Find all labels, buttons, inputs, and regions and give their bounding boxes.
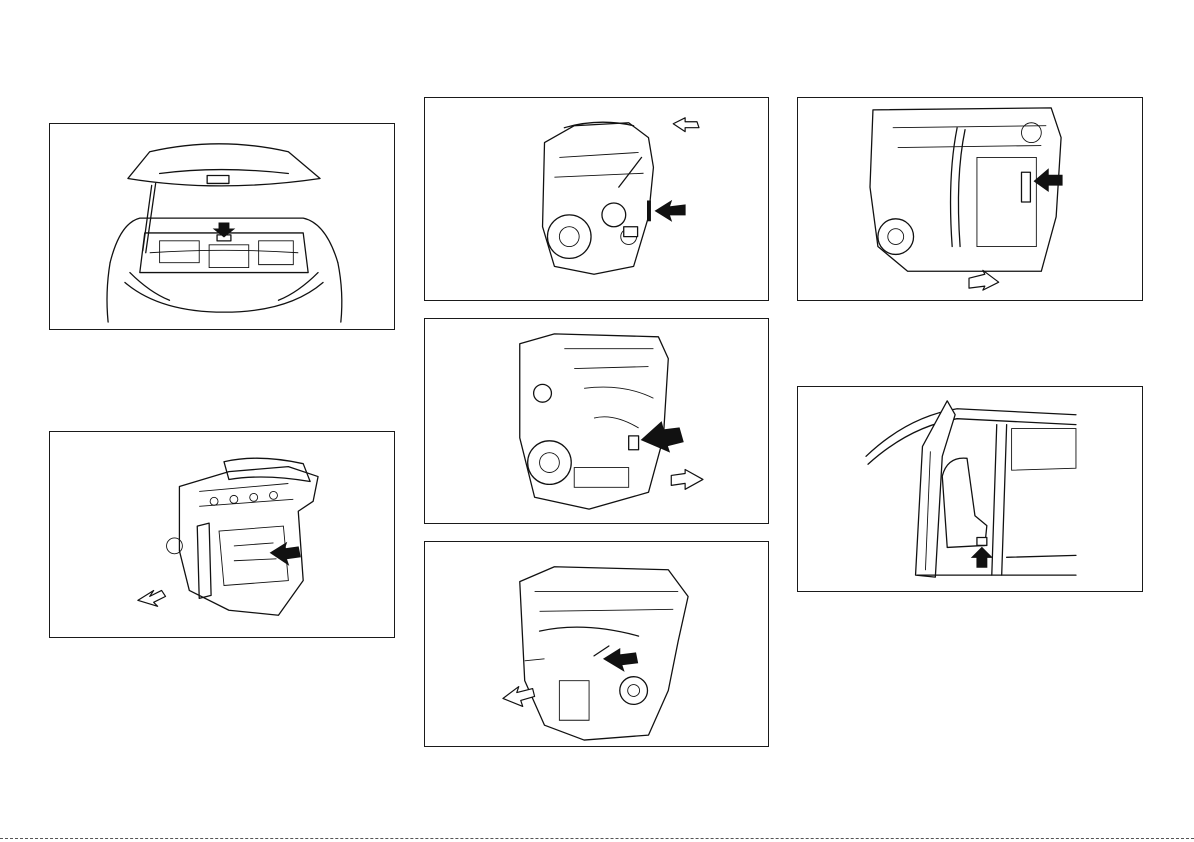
engine-serial-illustration <box>425 319 768 523</box>
door-pillar-illustration <box>798 387 1142 591</box>
figure-engine-mid-center <box>424 318 769 524</box>
figure-engine-left <box>49 431 395 638</box>
figure-engine-mid-bottom <box>424 541 769 747</box>
engine-serial-illustration <box>798 98 1142 300</box>
engine-serial-illustration <box>425 542 768 746</box>
figure-engine-right-top <box>797 97 1143 301</box>
figure-engine-mid-top <box>424 97 769 301</box>
page-bottom-rule <box>0 838 1194 839</box>
engine-serial-illustration <box>50 432 394 637</box>
vehicle-id-plate-illustration <box>50 124 394 329</box>
figure-door-pillar <box>797 386 1143 592</box>
engine-serial-illustration <box>425 98 768 300</box>
figure-hood-open <box>49 123 395 330</box>
